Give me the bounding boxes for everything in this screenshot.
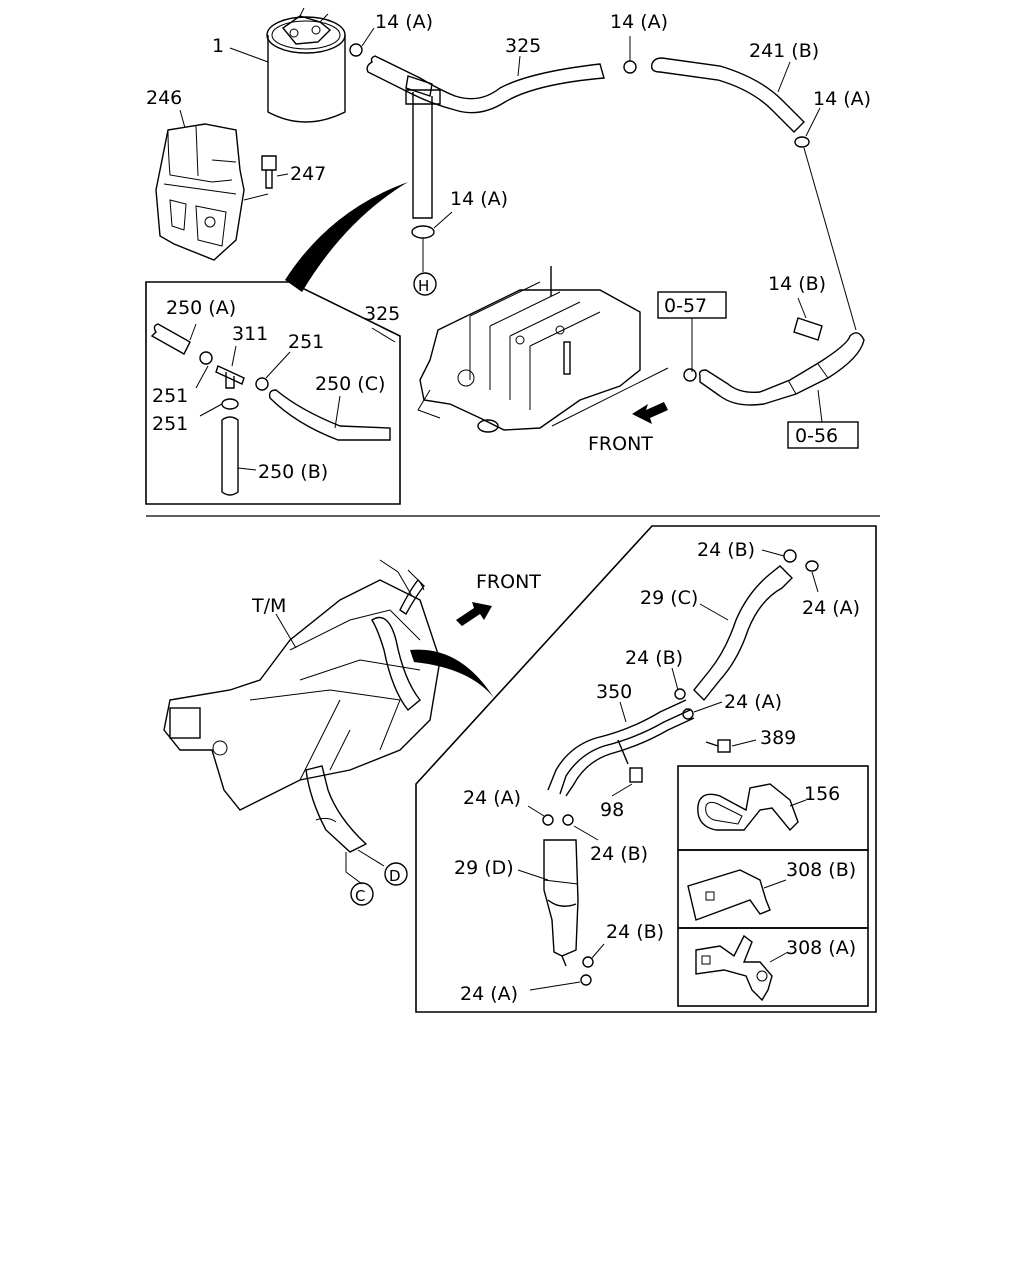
hose-241b: [650, 57, 805, 133]
label-tm: T/M: [251, 595, 286, 617]
label-24b-4: 24 (B): [606, 921, 664, 943]
subbox-156: [677, 765, 869, 851]
hose-250a: [150, 323, 213, 365]
curved-arrow-bottom: [410, 649, 494, 698]
clip-14a-1: [349, 27, 375, 57]
label-part-1: 1: [212, 35, 224, 57]
clip-24b-4: [582, 943, 605, 968]
label-247: 247: [290, 163, 326, 185]
label-14a-3: 14 (A): [813, 88, 871, 110]
label-24a-4: 24 (A): [460, 983, 518, 1005]
bolt-98: [617, 739, 643, 783]
transmission-assembly: [163, 559, 441, 853]
hose-29c: [693, 565, 793, 702]
label-246: 246: [146, 87, 182, 109]
label-24a-2: 24 (A): [724, 691, 782, 713]
clip-24a-1: [805, 560, 819, 593]
subbox-308a: [677, 927, 869, 1007]
label-156: 156: [804, 783, 840, 805]
bolt-389: [705, 739, 731, 753]
front-arrow-top: [632, 402, 668, 424]
curved-arrow-top: [285, 182, 408, 292]
label-14a-2: 14 (A): [610, 11, 668, 33]
label-24b-1: 24 (B): [697, 539, 755, 561]
label-308b: 308 (B): [786, 859, 856, 881]
label-24a-3: 24 (A): [463, 787, 521, 809]
inset-label-251-a: 251: [288, 331, 324, 353]
front-arrow-bottom: [456, 602, 492, 626]
label-241b: 241 (B): [749, 40, 819, 62]
hose-29d: [543, 839, 579, 967]
bracket-246: [155, 123, 245, 261]
connector-h: H: [413, 272, 437, 296]
label-98: 98: [600, 799, 624, 821]
connector-c: C: [350, 882, 374, 906]
label-front-bottom: FRONT: [476, 571, 541, 593]
clip-14a-2: [623, 36, 637, 74]
label-24b-3: 24 (B): [590, 843, 648, 865]
clip-14a-3: [794, 107, 821, 148]
inset-label-251-c: 251: [152, 413, 188, 435]
label-308a: 308 (A): [786, 937, 856, 959]
connector-d-label: D: [389, 867, 401, 885]
label-24a-1: 24 (A): [802, 597, 860, 619]
bolt-247: [243, 155, 277, 201]
clip-251-c: [199, 398, 239, 417]
label-24b-2: 24 (B): [625, 647, 683, 669]
inset-label-250c: 250 (C): [315, 373, 385, 395]
clip-24a-3: [527, 805, 554, 826]
canister-part-1: [266, 7, 346, 123]
inset-label-250a: 250 (A): [166, 297, 236, 319]
clip-251-b: [195, 365, 209, 389]
inset-label-250b: 250 (B): [258, 461, 328, 483]
label-14a-1: 14 (A): [375, 11, 433, 33]
label-325-top: 325: [505, 35, 541, 57]
label-389: 389: [760, 727, 796, 749]
clip-14b: [793, 297, 823, 341]
hose-250c: [268, 389, 391, 441]
label-front-top: FRONT: [588, 433, 653, 455]
clip-24b-2: [671, 667, 686, 700]
clip-251-a: [255, 351, 291, 391]
connector-c-label: C: [355, 887, 365, 905]
clip-24b-3: [562, 814, 599, 841]
label-14a-4: 14 (A): [450, 188, 508, 210]
intake-manifold: [417, 266, 641, 433]
label-0-56: 0-56: [795, 425, 838, 447]
inset-label-325: 325: [364, 303, 400, 325]
label-29d: 29 (D): [454, 857, 514, 879]
hose-250b: [221, 416, 239, 496]
ref-box-0-56: [787, 421, 859, 449]
label-14b: 14 (B): [768, 273, 826, 295]
clip-24a-4: [529, 974, 592, 991]
inset-label-311: 311: [232, 323, 268, 345]
connector-d: D: [384, 862, 408, 886]
connector-h-label: H: [418, 277, 429, 295]
clip-24b-1: [761, 549, 797, 563]
pipe-350: [547, 699, 695, 797]
label-29c: 29 (C): [640, 587, 698, 609]
label-0-57: 0-57: [664, 295, 707, 317]
hose-325: [366, 55, 605, 219]
inset-label-251-b: 251: [152, 385, 188, 407]
label-350: 350: [596, 681, 632, 703]
tee-311: [215, 365, 245, 389]
hose-0-56: [683, 332, 865, 406]
inset-box-bottom: [415, 525, 877, 1013]
inset-box-top: [145, 281, 401, 505]
